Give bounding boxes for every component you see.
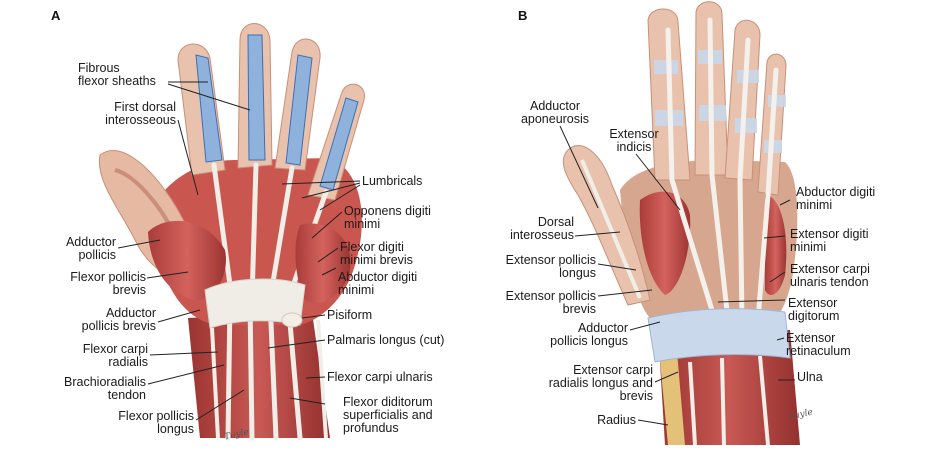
label-extensor-carpi-radialis: Extensor carpi radialis longus and brevi… — [548, 363, 653, 403]
label-flexor-carpi-radialis: Flexor carpi radialis — [82, 342, 148, 369]
label-brachioradialis-tendon: Brachioradialis tendon — [64, 375, 146, 402]
thenar-a — [148, 220, 226, 300]
label-radius: Radius — [597, 413, 636, 427]
label-abductor-digiti-minimi-a: Abductor digiti minimi — [338, 270, 418, 297]
retinaculum-a — [204, 278, 306, 329]
label-flexor-digiti-minimi-brevis: Flexor digiti minimi brevis — [340, 240, 413, 267]
label-lumbricals: Lumbricals — [362, 174, 423, 188]
label-palmaris-longus: Palmaris longus (cut) — [327, 333, 445, 347]
sheath-middle — [247, 34, 266, 161]
label-extensor-pollicis-brevis: Extensor pollicis brevis — [505, 289, 596, 316]
abductor-digiti-minimi-b — [765, 195, 787, 295]
label-extensor-digiti-minimi: Extensor digiti minimi — [790, 227, 869, 254]
label-opponens-digiti-minimi: Opponens digiti minimi — [344, 204, 431, 231]
panel-label-b: B — [518, 8, 528, 23]
label-adductor-aponeurosis: Adductor aponeurosis — [520, 99, 590, 126]
label-adductor-pollicis: Adductor pollicis — [65, 235, 116, 262]
hand-a-palmar — [98, 23, 365, 441]
label-pisiform: Pisiform — [327, 308, 373, 322]
label-extensor-digitorum: Extensor digitorum — [788, 296, 840, 323]
panel-label-a: A — [51, 8, 61, 23]
label-fibrous-flexor-sheaths: Fibrous flexor sheaths — [78, 61, 156, 88]
label-flexor-pollicis-brevis: Flexor pollicis brevis — [70, 270, 146, 297]
label-flexor-digitorum: Flexor diditorum superficialis and profu… — [343, 395, 433, 435]
leader-lines — [117, 81, 795, 426]
label-flexor-pollicis-longus: Flexor pollicis longus — [118, 409, 194, 436]
label-extensor-retinaculum: Extensor retinaculum — [786, 331, 851, 358]
hypothenar-a — [295, 223, 351, 304]
forearm-a — [188, 312, 330, 438]
label-flexor-carpi-ulnaris: Flexor carpi ulnaris — [327, 370, 433, 384]
dorsal-interosseus-muscle — [639, 191, 691, 295]
label-extensor-pollicis-longus: Extensor pollicis longus — [505, 253, 596, 280]
label-dorsal-interosseus: Dorsal interosseus — [510, 215, 574, 242]
retinaculum-b — [647, 308, 791, 363]
label-extensor-indicis: Extensor indicis — [609, 127, 659, 154]
label-ulna: Ulna — [797, 370, 823, 384]
label-adductor-pollicis-longus: Adductor pollicis longus — [550, 321, 628, 348]
sheath-ring — [285, 54, 313, 166]
label-extensor-carpi-ulnaris: Extensor carpi ulnaris tendon — [790, 262, 870, 289]
hand-b-dorsal — [562, 1, 800, 446]
label-first-dorsal-interosseous: First dorsal interosseous — [105, 100, 176, 127]
label-abductor-digiti-minimi-b: Abductor digiti minimi — [796, 185, 876, 212]
label-adductor-pollicis-brevis: Adductor pollicis brevis — [81, 306, 156, 333]
